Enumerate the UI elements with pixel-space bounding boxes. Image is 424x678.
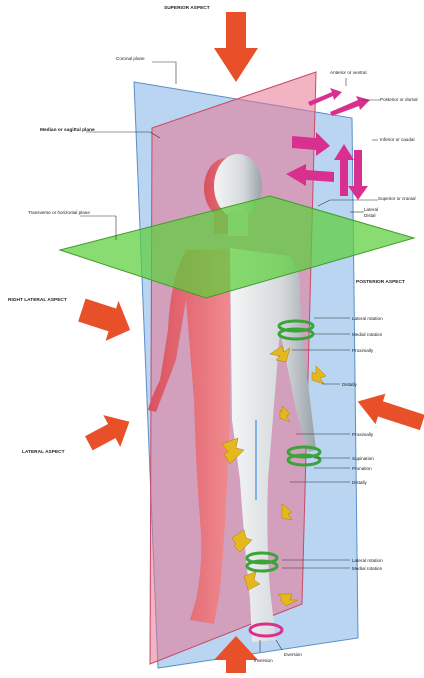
lateral-aspect-label: LATERAL ASPECT	[22, 450, 65, 455]
superior-aspect-arrow	[214, 12, 258, 82]
lateral-rotation-label-2: Lateral rotation	[352, 558, 383, 563]
posterior-direction-label: Posterior or dorsal	[380, 97, 418, 102]
right-lateral-aspect-arrow	[75, 291, 137, 347]
transverse-plane-label: Transverse or horizontal plane	[28, 210, 90, 215]
coronal-plane-label: Coronal plane	[116, 56, 145, 61]
distally-label-2: Distally	[352, 480, 367, 485]
proximally-label-1: Proximally	[352, 348, 373, 353]
superior-aspect-label: SUPERIOR ASPECT	[164, 6, 210, 11]
median-plane-label: Median or sagittal plane	[40, 128, 95, 133]
eversion-label: Eversion	[284, 652, 302, 657]
distally-label-1: Distally	[342, 382, 357, 387]
superior-direction-label: Superior or cranial	[378, 196, 416, 201]
inferior-direction-label: Inferior or caudal	[380, 137, 414, 142]
posterior-aspect-label: POSTERIOR ASPECT	[356, 280, 405, 285]
medial-rotation-label-1: Medial rotation	[352, 332, 382, 337]
inversion-label: Inversion	[254, 658, 273, 663]
distal-direction-label: Distal	[364, 213, 376, 218]
posterior-arrow	[330, 96, 370, 116]
lateral-rotation-label-1: Lateral rotation	[352, 316, 383, 321]
pronation-label: Pronation	[352, 466, 372, 471]
lateral-aspect-arrow	[80, 406, 138, 459]
medial-rotation-label-2: Medial rotation	[352, 566, 382, 571]
anterior-direction-label: Anterior or ventral	[330, 70, 367, 75]
lateral-direction-label: Lateral	[364, 207, 378, 212]
posterior-aspect-arrow	[353, 386, 424, 437]
supination-label: Supination	[352, 456, 374, 461]
right-lateral-aspect-label: RIGHT LATERAL ASPECT	[8, 298, 67, 303]
proximally-label-2: Proximally	[352, 432, 373, 437]
